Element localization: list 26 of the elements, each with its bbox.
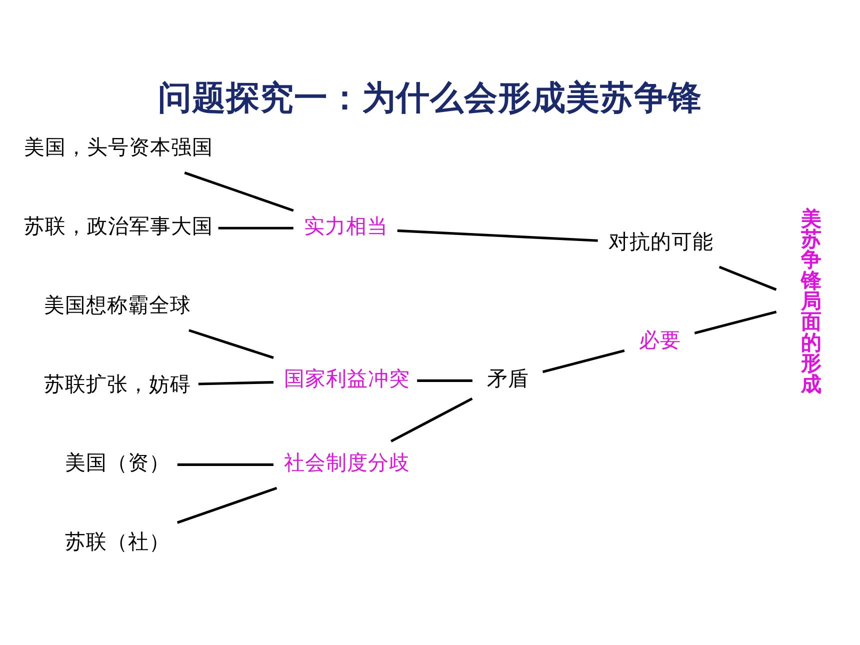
connector bbox=[218, 226, 294, 230]
node-text: 美国（资） bbox=[64, 450, 170, 475]
connector bbox=[397, 229, 598, 242]
connector bbox=[177, 463, 274, 466]
connector bbox=[188, 329, 274, 359]
node-text: 美国想称霸全球 bbox=[44, 292, 192, 317]
node-text: 苏联扩张，妨碍 bbox=[44, 372, 192, 396]
connector bbox=[694, 310, 777, 334]
connector bbox=[176, 486, 278, 524]
node-text: 苏联，政治军事大国 bbox=[24, 214, 214, 238]
diagram-title: 问题探究一：为什么会形成美苏争锋 bbox=[158, 78, 702, 117]
node-text: 苏联（社） bbox=[64, 529, 170, 554]
connector bbox=[184, 172, 294, 212]
node-text: 矛盾 bbox=[486, 366, 529, 391]
node-text: 实力相当 bbox=[304, 214, 388, 238]
node-text: 美国，头号资本强国 bbox=[24, 135, 214, 160]
node-text: 对抗的可能 bbox=[608, 230, 714, 254]
connector bbox=[718, 266, 777, 291]
node-text: 社会制度分歧 bbox=[284, 450, 410, 475]
node-text: 国家利益冲突 bbox=[284, 366, 410, 391]
connector bbox=[198, 380, 274, 386]
connector bbox=[542, 349, 625, 374]
connector bbox=[417, 379, 472, 382]
node-text: 必要 bbox=[638, 328, 681, 352]
node-text: 美苏争锋局面的形成 bbox=[801, 206, 822, 396]
connector bbox=[390, 397, 473, 442]
